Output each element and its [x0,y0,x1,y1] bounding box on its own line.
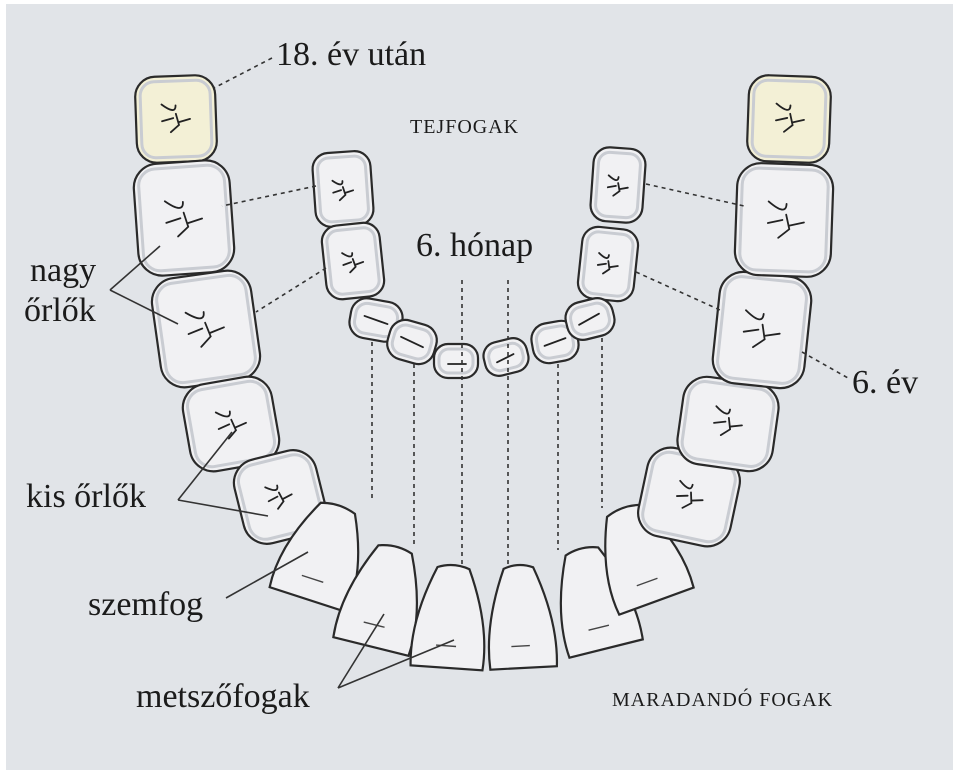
leader-line-six-years [801,351,849,379]
large-molar-right-1 [711,270,813,390]
canine-right [604,503,695,617]
small-molar-right-2 [676,375,780,473]
primary-canine-right [564,297,616,341]
label-six-months: 6. hónap [416,227,534,264]
primary-central-incisor-left [432,342,480,380]
pointer-large-molars-a [109,245,161,291]
leader-line-after-18 [213,57,273,89]
primary-molar-right-1 [576,225,640,303]
small-molar-left-1 [232,449,328,545]
label-large-molars-line2: őrlők [24,292,96,329]
label-large-molars-line1: nagy [30,252,97,289]
label-incisors: metszőfogak [136,678,310,715]
wisdom-tooth-right [746,74,832,164]
primary-lateral-incisor-left [386,318,438,366]
label-primary-teeth: TEJFOGAK [410,116,520,138]
central-incisor-left [409,563,486,672]
large-molar-left-2 [132,159,236,277]
label-after-18-years: 18. év után [276,36,427,73]
label-canine: szemfog [88,586,204,623]
primary-molar-left-2 [311,150,375,228]
large-molar-left-1 [150,269,262,389]
pointer-incisors-a [337,613,385,689]
pointer-incisors-b [337,639,455,689]
small-molar-right-1 [637,446,741,548]
label-small-molars: kis őrlők [26,478,146,515]
label-permanent-teeth: MARADANDÓ FOGAK [612,689,834,711]
pointer-small-molars-a [177,431,233,501]
central-incisor-right [487,563,558,671]
label-six-years: 6. év [852,364,919,401]
leader-line-primary-molar-right-2 [645,183,745,207]
wisdom-tooth-left [134,74,218,164]
leader-line-primary-molar-right-1 [635,271,721,311]
pointer-large-molars-b [109,289,179,325]
primary-central-incisor-right [482,337,530,377]
lateral-incisor-right [559,546,645,659]
leader-line-primary-molar-left-1 [255,267,327,313]
pointer-canine [225,551,309,599]
leader-line-primary-molar-left-2 [221,185,317,207]
primary-molar-right-2 [589,146,647,224]
large-molar-right-2 [733,162,835,278]
pointer-small-molars-b [177,499,269,517]
primary-molar-left-1 [320,221,386,301]
